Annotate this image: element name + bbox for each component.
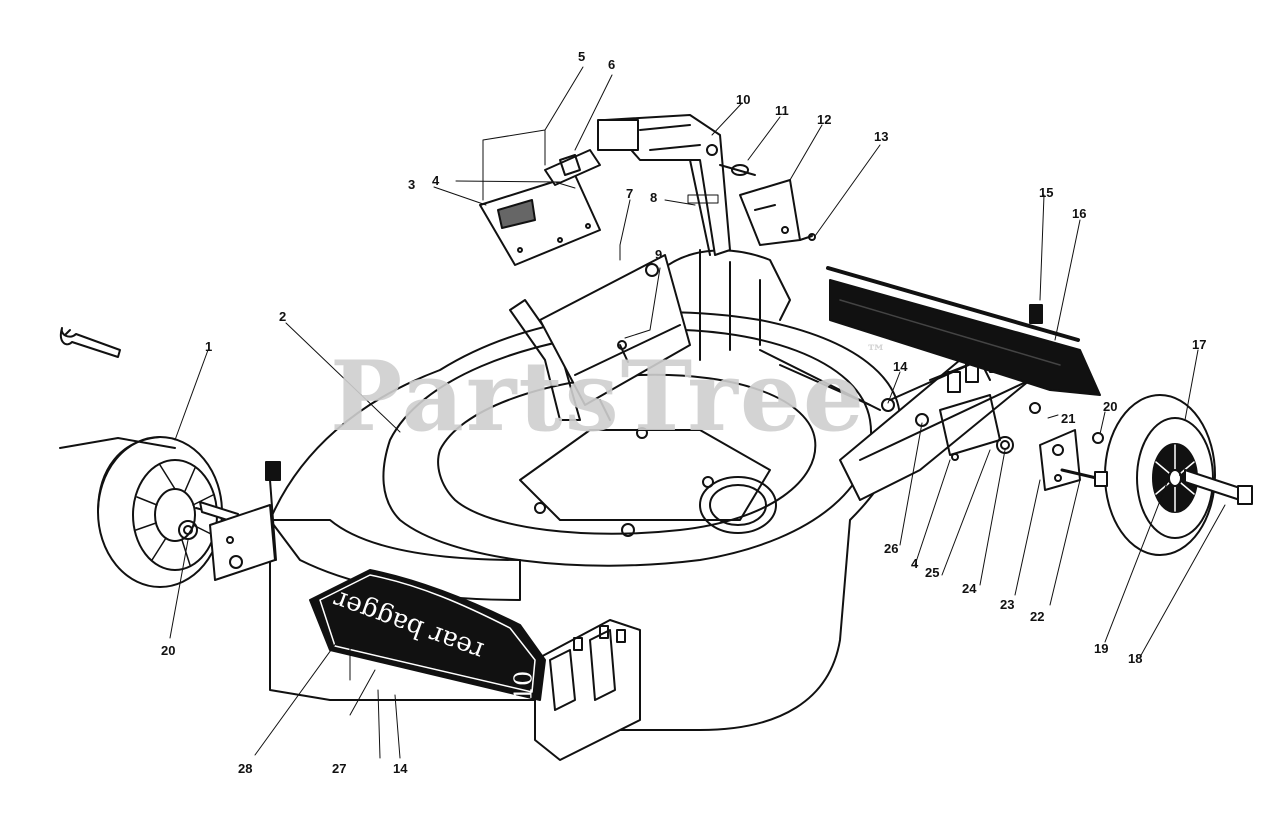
flap-clip [1029, 304, 1043, 324]
callout-20a: 20 [161, 643, 176, 658]
wheel-bolt-right [1179, 469, 1253, 505]
callout-26: 26 [884, 541, 899, 556]
decal [309, 569, 546, 701]
callout-23: 23 [1000, 597, 1015, 612]
callout-18: 18 [1128, 651, 1143, 666]
callout-8: 8 [650, 190, 658, 205]
callout-14b: 14 [393, 761, 408, 776]
callout-20b: 20 [1103, 399, 1118, 414]
callout-19: 19 [1094, 641, 1109, 656]
callout-7: 7 [626, 186, 634, 201]
leader-lines [169, 66, 1226, 759]
right-wheel [1104, 394, 1216, 556]
callout-22: 22 [1030, 609, 1045, 624]
callout-27: 27 [332, 761, 347, 776]
callout-4b: 4 [911, 556, 919, 571]
callout-3: 3 [408, 177, 416, 192]
callout-15: 15 [1039, 185, 1054, 200]
rear-flap [826, 266, 1101, 396]
callout-21: 21 [1061, 411, 1076, 426]
handle-lever [597, 114, 731, 256]
callout-2: 2 [279, 309, 287, 324]
height-adjuster-left [209, 461, 281, 581]
callout-10: 10 [736, 92, 751, 107]
callout-11: 11 [775, 103, 789, 118]
callout-1: 1 [205, 339, 213, 354]
decal-number: 10 [509, 670, 538, 702]
callout-17: 17 [1192, 337, 1207, 352]
left-wheel [59, 327, 223, 588]
small-screw [799, 233, 816, 241]
callout-16: 16 [1072, 206, 1087, 221]
callout-4a: 4 [432, 173, 440, 188]
callout-24: 24 [962, 581, 977, 596]
watermark: PartsTree™ [330, 340, 888, 453]
callout-25: 25 [925, 565, 940, 580]
watermark-tm: ™ [865, 340, 888, 364]
callout-14a: 14 [893, 359, 908, 374]
shield-plate [479, 174, 601, 266]
callout-12: 12 [817, 112, 832, 127]
callout-28: 28 [238, 761, 253, 776]
watermark-text: PartsTree [330, 340, 866, 453]
callout-5: 5 [578, 49, 586, 64]
adjuster-plate [739, 179, 801, 246]
callout-6: 6 [608, 57, 616, 72]
callout-13: 13 [874, 129, 889, 144]
screw-9 [617, 340, 629, 363]
latch-plate [544, 149, 601, 186]
spring-pin [719, 164, 756, 176]
callout-9: 9 [655, 247, 663, 262]
